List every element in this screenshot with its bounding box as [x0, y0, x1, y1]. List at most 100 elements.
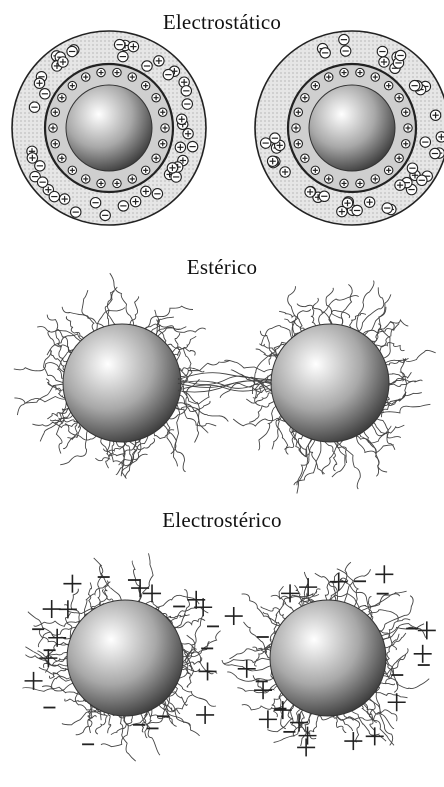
minus-icon [430, 148, 440, 158]
plus-icon [128, 175, 136, 183]
polymer-chain [261, 607, 288, 619]
plus-icon [58, 94, 66, 102]
minus-icon [49, 191, 59, 201]
plus-icon [430, 110, 440, 120]
polymer-chain [227, 672, 274, 681]
plus-icon [141, 186, 151, 196]
polymer-chain [301, 572, 308, 609]
minus-icon [319, 191, 329, 201]
plus-icon [58, 57, 68, 67]
plus-icon [388, 693, 406, 711]
polymer-chain [130, 297, 139, 327]
polymer-chain [82, 290, 96, 333]
plus-icon [344, 732, 362, 750]
plus-icon [39, 649, 57, 667]
plus-icon [161, 124, 169, 132]
polymer-chain [357, 281, 374, 337]
polymer-chain [28, 612, 73, 639]
polymer-chain [384, 350, 436, 364]
polymer-chain [326, 288, 343, 327]
polymer-chain [344, 711, 360, 742]
plus-icon [395, 154, 403, 162]
polymer-chain [62, 711, 106, 725]
minus-icon [352, 205, 362, 215]
minus-icon [152, 189, 162, 199]
plus-icon [97, 68, 105, 76]
particle [309, 85, 395, 171]
polymer-chain [360, 704, 377, 723]
plus-icon [27, 153, 37, 163]
plus-icon [259, 710, 277, 728]
plus-icon [25, 672, 43, 690]
particle [67, 600, 183, 716]
minus-icon [181, 86, 191, 96]
plus-icon [330, 573, 348, 591]
polymer-chain [288, 286, 296, 338]
plus-icon [34, 78, 44, 88]
polymer-chain [110, 273, 134, 327]
plus-icon [379, 57, 389, 67]
polymer-chain [380, 624, 424, 638]
polymer-chain [340, 284, 352, 327]
plus-icon [159, 108, 167, 116]
plus-icon [384, 81, 392, 89]
plus-icon [128, 73, 136, 81]
minus-icon [182, 99, 192, 109]
plus-icon [280, 167, 290, 177]
minus-icon [29, 102, 39, 112]
polymer-chain [297, 304, 333, 327]
plus-icon [152, 94, 160, 102]
plus-icon [364, 197, 374, 207]
steric-particle-2 [220, 281, 436, 494]
polymer-chain [135, 553, 154, 603]
plus-icon [152, 154, 160, 162]
plus-icon [143, 584, 161, 602]
plus-icon [375, 565, 393, 583]
plus-icon [196, 706, 214, 724]
minus-icon [409, 80, 419, 90]
plus-icon [402, 140, 410, 148]
plus-icon [43, 600, 61, 618]
plus-icon [141, 81, 149, 89]
minus-icon [340, 46, 350, 56]
plus-icon [183, 129, 193, 139]
particle [63, 324, 181, 442]
plus-icon [371, 175, 379, 183]
plus-icon [436, 132, 444, 142]
minus-icon [118, 201, 128, 211]
plus-icon [305, 187, 315, 197]
plus-icon [141, 166, 149, 174]
plus-icon [175, 142, 185, 152]
minus-icon [114, 39, 124, 49]
plus-icon [325, 73, 333, 81]
electrostatic-panel [12, 31, 444, 225]
minus-icon [100, 210, 110, 220]
plus-icon [402, 108, 410, 116]
polymer-chain [356, 287, 383, 332]
plus-icon [49, 124, 57, 132]
electrostatic-particle-2 [255, 31, 444, 225]
polymer-chain [259, 344, 281, 354]
polymer-chain [107, 439, 148, 466]
plus-icon [51, 108, 59, 116]
plus-icon [325, 175, 333, 183]
particle [66, 85, 152, 171]
plus-icon [131, 579, 149, 597]
polymer-chain [173, 333, 180, 358]
minus-icon [40, 89, 50, 99]
minus-icon [377, 46, 387, 56]
plus-icon [128, 41, 138, 51]
plus-icon [297, 738, 315, 756]
minus-icon [395, 50, 405, 60]
polymer-chain [224, 658, 272, 663]
polymer-chain [178, 373, 272, 380]
minus-icon [118, 51, 128, 61]
polymer-chain [155, 310, 160, 337]
plus-icon [414, 645, 432, 663]
polymer-chain [52, 676, 73, 689]
plus-icon [68, 81, 76, 89]
plus-icon [337, 206, 347, 216]
polymer-chain [244, 622, 273, 655]
plus-icon [340, 68, 348, 76]
